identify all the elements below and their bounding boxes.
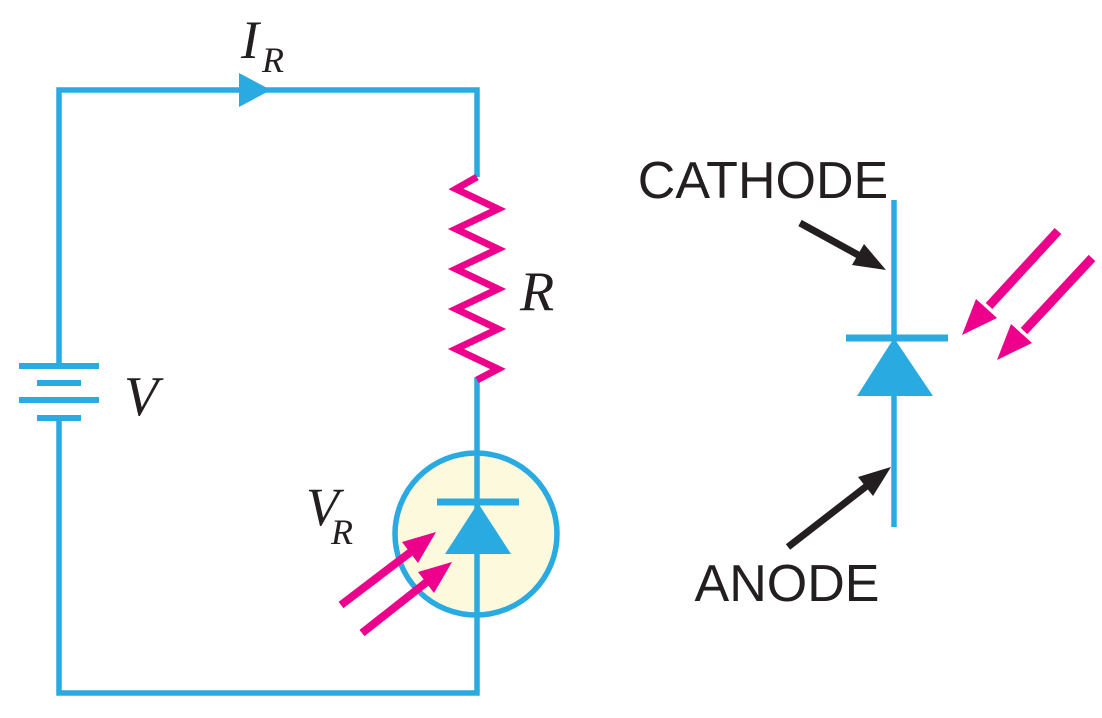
cathode-pointer-arrow (798, 219, 886, 270)
wire-bottom-loop (56, 420, 480, 696)
light-ray-shaft (338, 547, 415, 609)
cathode-label: CATHODE (638, 152, 888, 210)
photodiode-voltage-subscript-text: R (330, 512, 353, 552)
current-label: I R (240, 10, 284, 80)
current-direction-arrowhead (239, 73, 271, 107)
wire-left-top-right (56, 87, 480, 364)
battery-symbol (19, 363, 99, 421)
photodiode-component (338, 450, 560, 637)
photodiode-voltage-label: V R (306, 477, 353, 552)
photodiode-voltage-symbol-text: V (306, 477, 345, 537)
light-ray-shaft (1020, 254, 1096, 335)
resistor-label: R (519, 261, 554, 323)
anode-pointer-arrowhead (858, 467, 891, 496)
anode-pointer-arrow (785, 467, 891, 550)
cathode-pointer-shaft (798, 219, 862, 260)
light-ray-arrowhead (418, 562, 452, 593)
bias-circuit: I R V R (19, 10, 560, 696)
light-ray-arrowhead (402, 532, 436, 563)
light-ray-shaft (985, 227, 1062, 310)
photodiode-triangle (445, 503, 511, 554)
incident-light-arrows (338, 532, 452, 637)
light-ray-arrowhead (997, 324, 1032, 360)
resistor-symbol (447, 173, 507, 384)
battery-voltage-label: V (124, 366, 164, 428)
anode-pointer-shaft (785, 482, 871, 550)
light-ray-shaft (359, 577, 431, 637)
current-symbol-text: I (240, 10, 262, 70)
incident-light-arrows (962, 227, 1096, 360)
current-subscript-text: R (261, 40, 284, 80)
light-ray-arrowhead (962, 299, 997, 335)
cathode-pointer-arrowhead (852, 244, 886, 270)
anode-label: ANODE (695, 555, 880, 613)
diode-triangle (857, 338, 933, 396)
photodiode-symbol-detail: CATHODE ANODE (638, 152, 1096, 613)
